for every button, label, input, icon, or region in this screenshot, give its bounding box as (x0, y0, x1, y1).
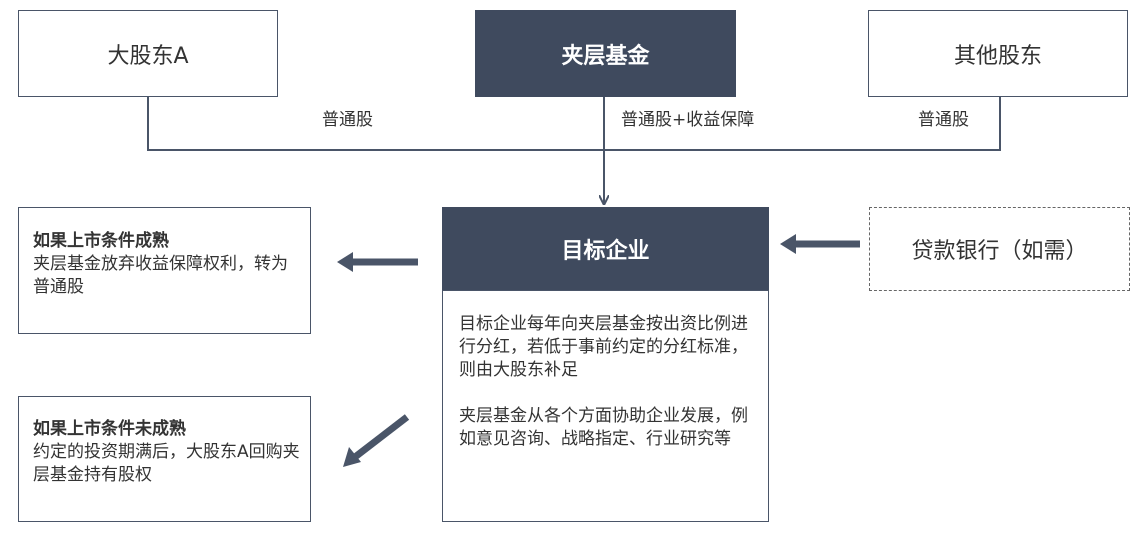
target-company-box: 目标企业 (442, 207, 769, 291)
other-shareholders-label: 其他股东 (953, 43, 1042, 69)
edge-label-a: 普通股 (322, 110, 373, 130)
ipo-not-ready-box: 如果上市条件未成熟 约定的投资期满后，大股东A回购夹层基金持有股权 (18, 396, 311, 522)
ipo-not-ready-body: 约定的投资期满后，大股东A回购夹层基金持有股权 (33, 442, 300, 485)
edge-label-fund: 普通股+收益保障 (621, 110, 755, 130)
arrow-to-ipo-not-ready-head (343, 447, 361, 467)
shareholder-a-box: 大股东A (18, 10, 278, 97)
ipo-ready-box: 如果上市条件成熟 夹层基金放弃收益保障权利，转为普通股 (18, 207, 311, 334)
other-shareholders-box: 其他股东 (868, 10, 1128, 97)
target-support-text: 夹层基金从各个方面协助企业发展，例如意见咨询、战略指定、行业研究等 (459, 406, 748, 449)
lender-bank-box: 贷款银行（如需） (869, 207, 1130, 291)
ipo-ready-heading: 如果上市条件成熟 (33, 231, 169, 251)
target-company-label: 目标企业 (561, 239, 650, 264)
lender-bank-label: 贷款银行（如需） (911, 239, 1088, 264)
ipo-not-ready-heading: 如果上市条件未成熟 (33, 419, 186, 439)
target-dividend-text: 目标企业每年向夹层基金按出资比例进行分红，若低于事前约定的分红标准，则由大股东补… (459, 314, 748, 380)
ipo-ready-body: 夹层基金放弃收益保障权利，转为普通股 (33, 254, 288, 297)
arrow-from-bank-head (780, 234, 796, 254)
edge-label-other: 普通股 (918, 110, 969, 130)
mezzanine-fund-label: 夹层基金 (561, 43, 650, 69)
shareholder-a-label: 大股东A (107, 43, 189, 69)
shareholder-bracket-line (147, 97, 1001, 151)
arrow-to-ipo-not-ready (352, 414, 410, 460)
target-details-box: 目标企业每年向夹层基金按出资比例进行分红，若低于事前约定的分红标准，则由大股东补… (442, 290, 769, 522)
arrow-to-ipo-ready-head (337, 252, 353, 272)
mezzanine-fund-box: 夹层基金 (475, 10, 736, 97)
